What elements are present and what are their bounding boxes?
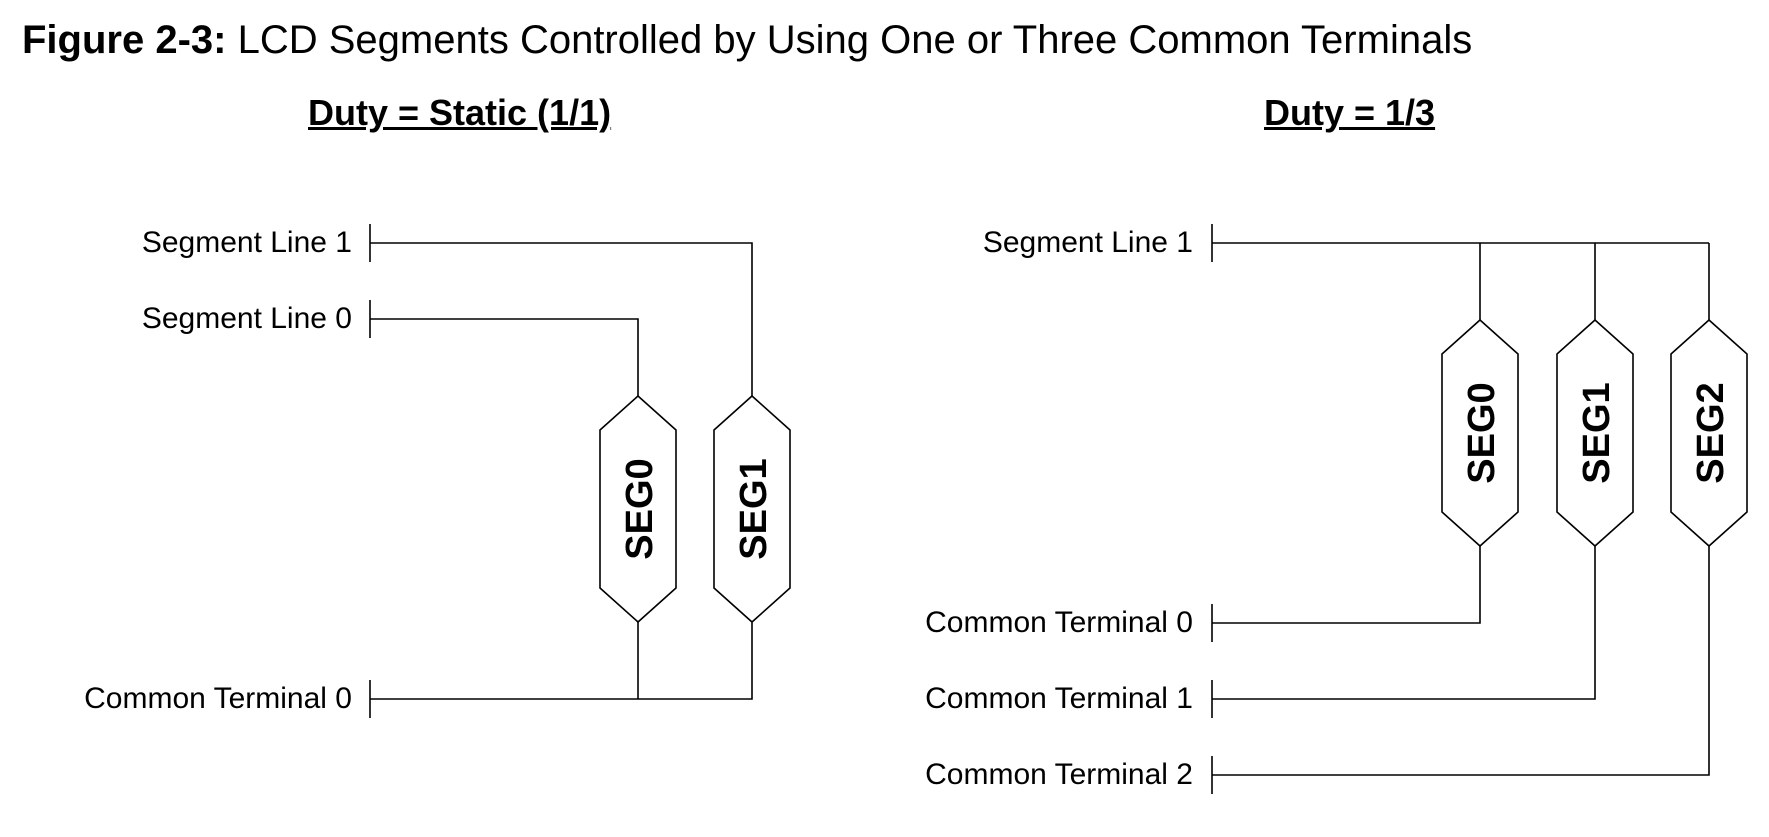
right-common-terminal-2-label: Common Terminal 2 <box>925 758 1193 791</box>
left-common-terminal-0-label: Common Terminal 0 <box>84 682 352 715</box>
right-panel-title: Duty = 1/3 <box>1264 92 1436 133</box>
figure-title: Figure 2-3: LCD Segments Controlled by U… <box>22 18 1472 63</box>
right-seg0-label: SEG0 <box>1461 382 1503 483</box>
left-seg1-shape <box>713 394 791 624</box>
right-seg1-shape <box>1556 318 1634 548</box>
left-seg0-label: SEG0 <box>619 458 661 559</box>
right-segment-line-1-label: Segment Line 1 <box>983 226 1193 259</box>
right-common-terminal-0-wire <box>1212 546 1481 624</box>
right-common-terminal-1-label: Common Terminal 1 <box>925 682 1193 715</box>
right-seg0-shape <box>1441 318 1519 548</box>
left-panel-title: Duty = Static (1/1) <box>308 92 612 133</box>
right-seg2-label: SEG2 <box>1690 382 1732 483</box>
right-common-terminal-0-label: Common Terminal 0 <box>925 606 1193 639</box>
right-common-terminal-1-wire <box>1212 546 1596 700</box>
right-seg1-label: SEG1 <box>1576 382 1618 483</box>
right-panel: Segment Line 1 Common Terminal 0 Common … <box>925 224 1748 794</box>
figure-number: Figure 2-3: <box>22 18 227 62</box>
left-seg1-label: SEG1 <box>733 458 775 559</box>
left-segment-line-0-label: Segment Line 0 <box>142 302 352 335</box>
left-segment-line-1-label: Segment Line 1 <box>142 226 352 259</box>
figure-caption: LCD Segments Controlled by Using One or … <box>226 18 1473 62</box>
right-seg2-shape <box>1670 318 1748 548</box>
left-panel: Segment Line 1 Segment Line 0 Common Ter… <box>84 224 791 718</box>
left-segment-line-0-wire <box>370 318 639 396</box>
left-common-terminal-0-wire <box>370 622 753 700</box>
right-common-terminal-2-wire <box>1212 546 1710 776</box>
left-seg0-shape <box>599 394 677 624</box>
left-segment-line-1-wire <box>370 242 753 396</box>
